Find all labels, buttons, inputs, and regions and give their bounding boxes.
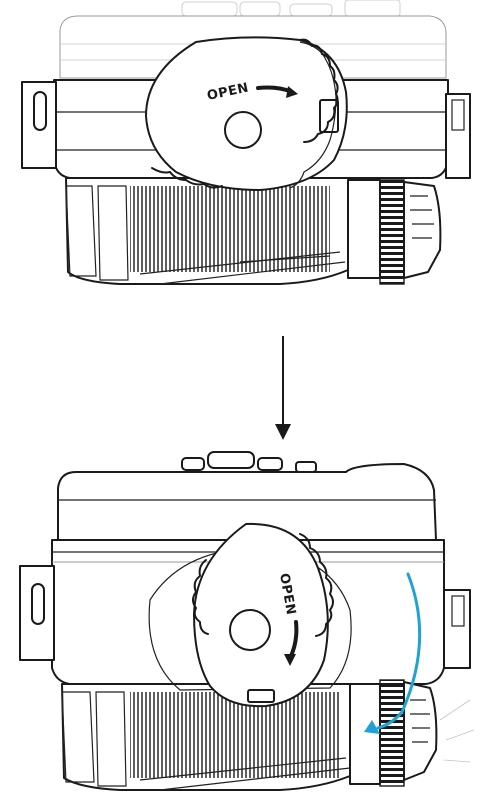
step1-upper-housing bbox=[59, 15, 447, 79]
step1-left-strap-lug bbox=[21, 81, 57, 169]
step1-embossed-branding bbox=[139, 251, 346, 285]
step2-embossed-branding bbox=[139, 757, 351, 791]
step2-battery-recess bbox=[148, 547, 352, 691]
step2-dial bbox=[349, 679, 475, 787]
step2-right-port bbox=[443, 589, 471, 669]
step2-upper-housing bbox=[57, 463, 437, 541]
step2-motion-arrow-icon bbox=[364, 572, 422, 734]
step1-right-port bbox=[445, 93, 471, 179]
step1-battery-cover: OPEN bbox=[145, 36, 348, 191]
step1-device: OPEN bbox=[21, 0, 471, 285]
step2-device: OPEN bbox=[19, 451, 475, 791]
step2-open-label: OPEN bbox=[276, 572, 298, 616]
step2-top-buttons bbox=[181, 451, 317, 473]
step2-cover-screw bbox=[229, 609, 271, 651]
step1-cover-screw bbox=[224, 111, 262, 149]
transition-arrow-icon bbox=[275, 336, 291, 440]
step2-left-strap-lug bbox=[19, 565, 55, 661]
step1-top-buttons bbox=[181, 0, 401, 17]
step2-battery-cover: OPEN bbox=[192, 522, 334, 708]
step1-dial bbox=[347, 179, 442, 285]
